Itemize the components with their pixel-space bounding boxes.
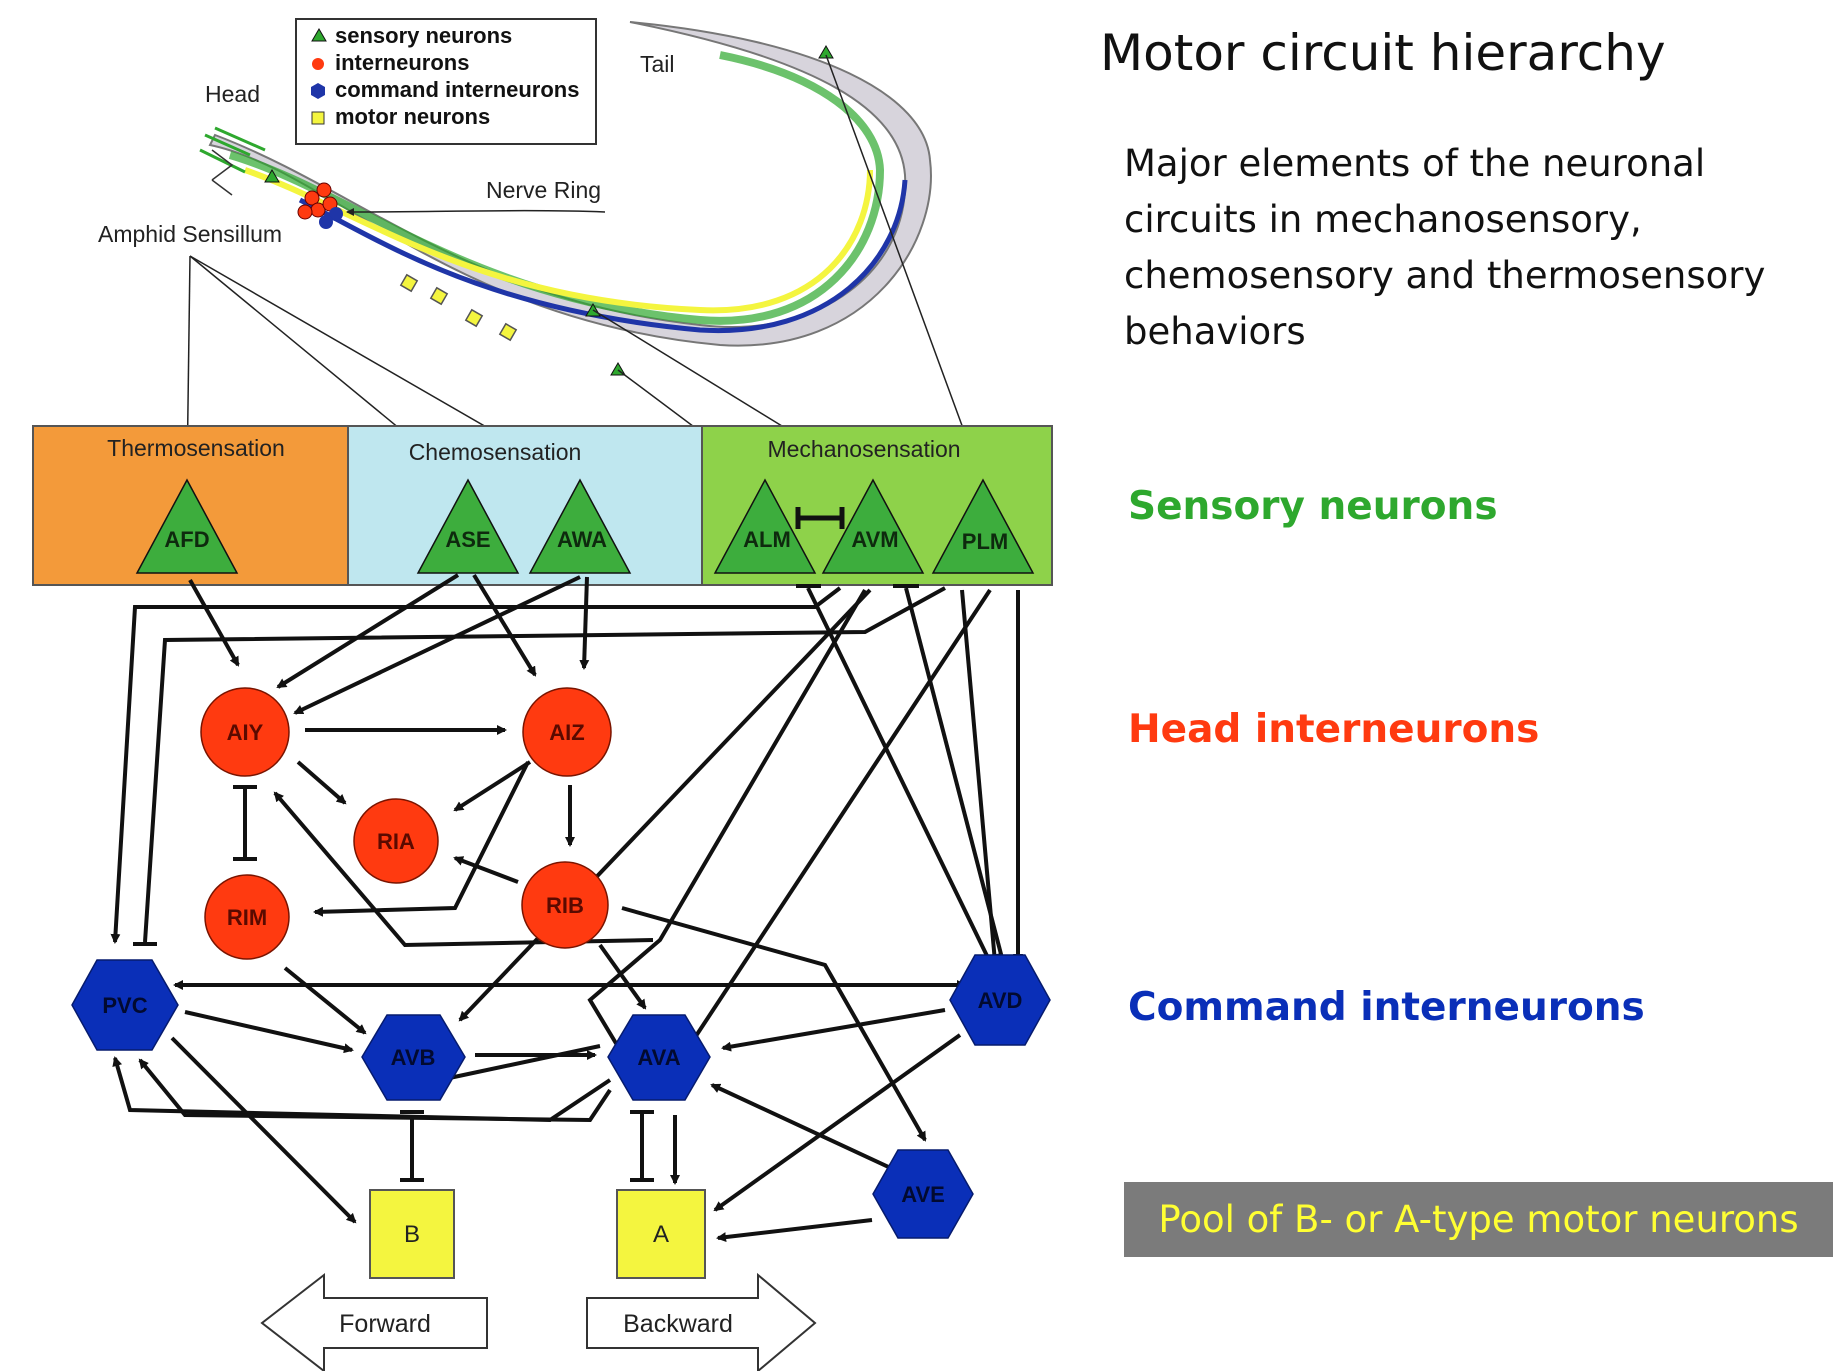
chemosensation-panel bbox=[347, 425, 703, 586]
ava-label: AVA bbox=[637, 1045, 680, 1070]
b-motor-neuron bbox=[369, 1189, 455, 1279]
thermosensation-label: Thermosensation bbox=[107, 435, 285, 461]
worm-interneuron-cluster bbox=[297, 182, 343, 229]
synaptic-connections bbox=[110, 573, 1023, 1243]
level-head-interneurons: Head interneurons bbox=[1128, 707, 1540, 752]
chemosensation-label: Chemosensation bbox=[409, 439, 582, 465]
backward-label: Backward bbox=[623, 1310, 733, 1338]
level-command-interneurons: Command interneurons bbox=[1128, 985, 1645, 1030]
plm-neuron bbox=[931, 478, 1035, 574]
ase-neuron bbox=[416, 478, 520, 574]
command-interneurons bbox=[71, 954, 1051, 1239]
legend-motor-text: motor neurons bbox=[335, 104, 490, 129]
ase-label: ASE bbox=[445, 527, 490, 552]
rim-neuron bbox=[204, 874, 290, 960]
aiz-label: AIZ bbox=[549, 720, 584, 745]
avd-neuron bbox=[949, 954, 1051, 1046]
avm-neuron bbox=[821, 478, 925, 574]
avb-neuron bbox=[361, 1014, 466, 1101]
ave-label: AVE bbox=[901, 1182, 945, 1207]
avd-label: AVD bbox=[978, 988, 1023, 1013]
motor-neurons bbox=[369, 1189, 706, 1279]
aiy-label: AIY bbox=[227, 720, 264, 745]
pvc-label: PVC bbox=[102, 993, 147, 1018]
worm-motor-neurons bbox=[399, 273, 518, 342]
plm-label: PLM bbox=[962, 529, 1008, 554]
afd-label: AFD bbox=[164, 527, 209, 552]
ave-neuron bbox=[872, 1149, 974, 1239]
alm-label: ALM bbox=[743, 527, 791, 552]
level-sensory-neurons: Sensory neurons bbox=[1128, 484, 1498, 529]
backward-arrow bbox=[586, 1272, 817, 1371]
awa-label: AWA bbox=[557, 527, 607, 552]
rim-label: RIM bbox=[227, 905, 267, 930]
ria-neuron bbox=[353, 798, 439, 884]
worm-illustration bbox=[199, 21, 932, 376]
slide-title: Motor circuit hierarchy bbox=[1100, 24, 1666, 82]
forward-arrow bbox=[260, 1272, 488, 1371]
legend-interneurons-text: interneurons bbox=[335, 50, 469, 75]
avb-label: AVB bbox=[391, 1045, 436, 1070]
rib-label: RIB bbox=[546, 893, 584, 918]
awa-neuron bbox=[528, 478, 632, 574]
nerve-ring-label: Nerve Ring bbox=[486, 177, 601, 203]
tail-label: Tail bbox=[640, 51, 675, 77]
b-motor-label: B bbox=[404, 1221, 420, 1248]
mechanosensation-label: Mechanosensation bbox=[767, 436, 960, 462]
head-label: Head bbox=[205, 81, 260, 107]
pvc-neuron bbox=[71, 959, 179, 1051]
alm-neuron bbox=[713, 478, 817, 574]
amphid-sensillum-label: Amphid Sensillum bbox=[98, 221, 282, 247]
avm-label: AVM bbox=[851, 527, 898, 552]
a-motor-neuron bbox=[616, 1189, 706, 1279]
legend-command-text: command interneurons bbox=[335, 77, 579, 102]
head-interneurons bbox=[200, 687, 612, 960]
aiy-neuron bbox=[200, 687, 290, 777]
aiz-neuron bbox=[522, 687, 612, 777]
worm-legend: sensory neurons interneurons command int… bbox=[295, 18, 597, 145]
direction-arrows bbox=[260, 1272, 817, 1371]
forward-label: Forward bbox=[339, 1310, 431, 1338]
legend-sensory-text: sensory neurons bbox=[335, 23, 512, 48]
rib-neuron bbox=[521, 861, 609, 949]
sensory-neurons bbox=[135, 478, 1035, 574]
afd-neuron bbox=[135, 478, 239, 574]
slide-description: Major elements of the neuronal circuits … bbox=[1124, 142, 1766, 353]
ria-label: RIA bbox=[377, 829, 415, 854]
ava-neuron bbox=[607, 1014, 711, 1101]
alm-avm-gap-junction bbox=[795, 507, 845, 529]
motor-neuron-pool-label: Pool of B- or A-type motor neurons bbox=[1124, 1182, 1833, 1257]
a-motor-label: A bbox=[653, 1221, 669, 1248]
